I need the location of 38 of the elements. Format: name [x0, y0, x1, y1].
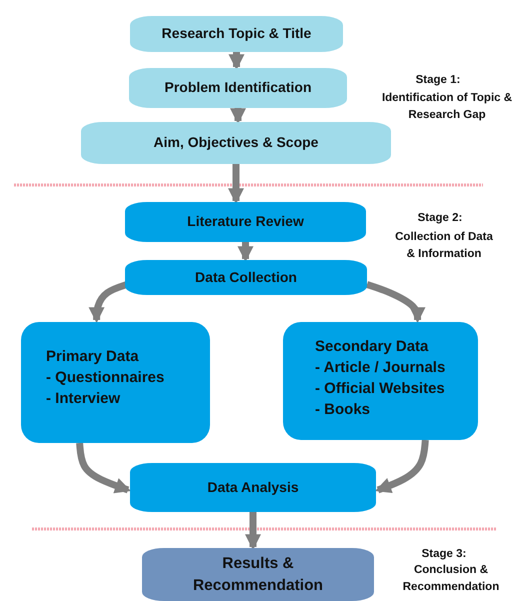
stage-label: Collection of Data & Information	[395, 230, 493, 262]
node-text: - Official Websites	[315, 379, 445, 399]
node-text: Literature Review	[187, 212, 304, 232]
stage-label: Stage 2:	[416, 211, 464, 226]
process-pill	[130, 16, 343, 52]
stage-label: Stage 3:	[420, 547, 468, 562]
node-text: - Questionnaires	[46, 368, 164, 388]
node-text: - Article / Journals	[315, 358, 446, 378]
node-text: Aim, Objectives & Scope	[154, 133, 318, 152]
node-text: Research Topic & Title	[162, 24, 312, 44]
process-box	[21, 322, 210, 443]
process-pill	[142, 548, 374, 601]
process-pill	[125, 202, 366, 242]
arrow	[375, 440, 429, 494]
arrow	[238, 242, 254, 262]
arrow	[228, 164, 244, 204]
arrow	[228, 52, 244, 70]
node-text: Problem Identification	[164, 78, 312, 98]
arrow	[366, 281, 426, 324]
stage-label: Stage 1:	[414, 73, 462, 88]
stage-label: Conclusion & Recommendation	[402, 563, 500, 595]
node-text: Data Collection	[195, 268, 297, 287]
node-text: Secondary Data	[315, 337, 428, 357]
stage-label: Identification of Topic & Research Gap	[380, 91, 514, 123]
node-text: Results & Recommendation	[192, 554, 324, 596]
arrow	[76, 442, 132, 494]
process-pill	[81, 122, 391, 164]
process-pill	[129, 68, 347, 108]
node-text: Primary Data	[46, 347, 139, 367]
node-text: - Books	[315, 400, 370, 420]
arrow	[230, 108, 246, 124]
arrow	[245, 512, 261, 550]
process-pill	[130, 463, 376, 512]
process-pill	[125, 260, 367, 295]
process-box	[283, 322, 478, 440]
arrow	[88, 281, 128, 324]
node-text: Data Analysis	[207, 478, 299, 497]
node-text: - Interview	[46, 389, 120, 409]
